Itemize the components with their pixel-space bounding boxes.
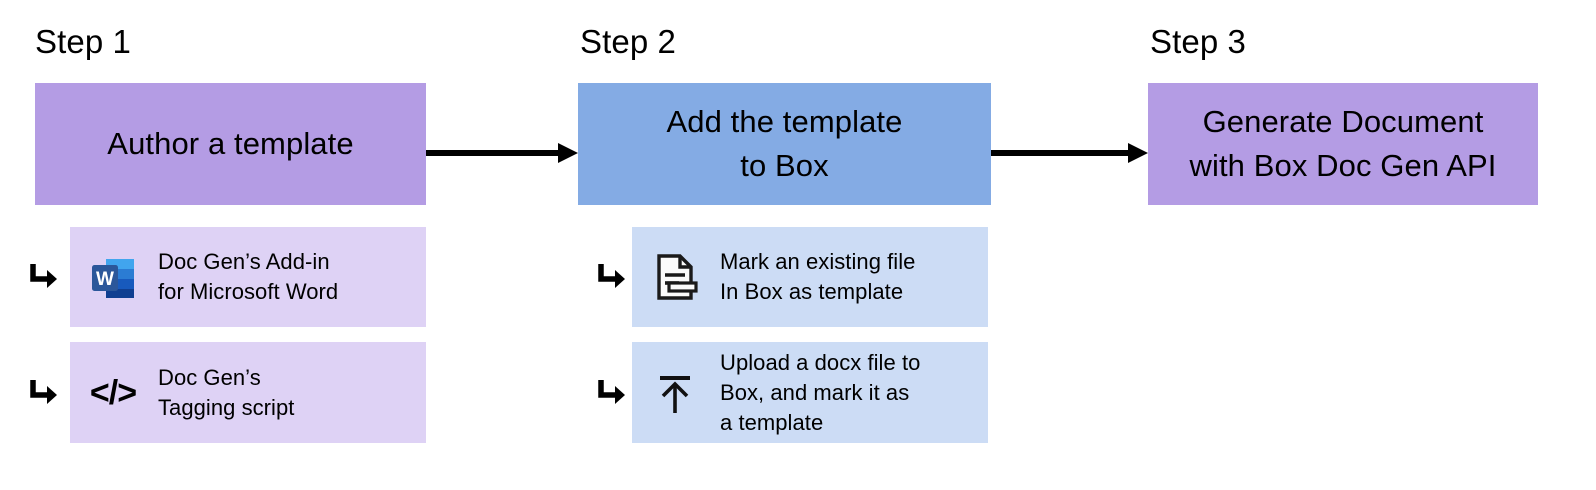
step-main-box-3[interactable]: Generate Document with Box Doc Gen API (1148, 83, 1538, 205)
sub-item-label-1-2: Doc Gen’s Tagging script (158, 364, 295, 420)
step-label-3: Step 3 (1150, 23, 1247, 60)
sub-item-box-2-1[interactable]: Mark an existing file In Box as template (632, 227, 988, 327)
branch-arrow-icon (24, 342, 64, 443)
sub-item-label-1-1: Doc Gen’s Add-in for Microsoft Word (158, 249, 339, 304)
step-column-3: Step 3 Generate Document with Box Doc Ge… (1130, 0, 1596, 490)
sub-item-label-2-2: Upload a docx file to Box, and mark it a… (720, 349, 921, 435)
step-main-box-label-3: Generate Document with Box Doc Gen API (1189, 104, 1497, 183)
step-label-1: Step 1 (35, 23, 132, 60)
step-label-2: Step 2 (580, 23, 677, 60)
sub-item-box-1-1[interactable]: W Doc Gen’s Add-in for Microsoft Word (70, 227, 426, 327)
document-lines-icon (646, 252, 704, 302)
sub-item-box-1-2[interactable]: </> Doc Gen’s Tagging script (70, 342, 426, 443)
branch-arrow-icon (592, 342, 632, 443)
step-main-box-1[interactable]: Author a template (35, 83, 426, 205)
code-tag-icon: </> (84, 376, 142, 410)
arrow-step2-to-step3 (991, 141, 1148, 165)
sub-item-label-2-1: Mark an existing file In Box as template (720, 249, 916, 304)
arrow-step1-to-step2 (426, 141, 578, 165)
microsoft-word-icon: W (84, 252, 142, 302)
svg-text:W: W (96, 269, 114, 290)
branch-arrow-icon (24, 227, 64, 327)
step-main-box-label-2: Add the template to Box (666, 104, 903, 183)
sub-item-box-2-2[interactable]: Upload a docx file to Box, and mark it a… (632, 342, 988, 443)
step-main-box-label-1: Author a template (107, 126, 354, 161)
upload-arrow-icon (646, 369, 704, 417)
code-tag-glyph: </> (89, 373, 137, 412)
step-column-1: Step 1 Author a template W (0, 0, 470, 490)
step-main-box-2[interactable]: Add the template to Box (578, 83, 991, 205)
step-column-2: Step 2 Add the template to Box Mark a (560, 0, 1010, 490)
branch-arrow-icon (592, 227, 632, 327)
